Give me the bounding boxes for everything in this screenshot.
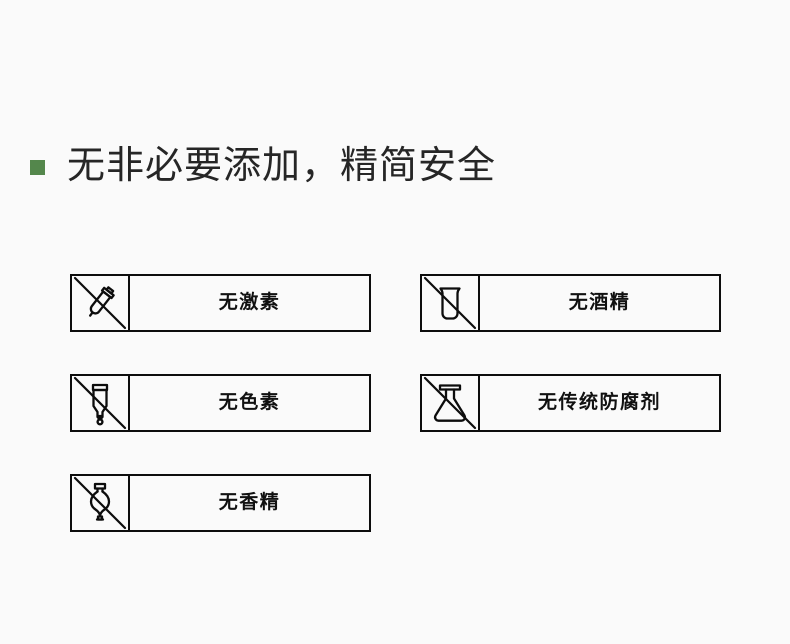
- claim-label: 无色素: [218, 392, 281, 413]
- square-bullet-icon: [30, 159, 45, 175]
- claim-badge-no-hormones: 无激素: [70, 274, 371, 332]
- vial-slashed-icon: [72, 276, 130, 330]
- claim-label-cell: 无传统防腐剂: [480, 376, 719, 430]
- claim-badge-no-traditional-preservatives: 无传统防腐剂: [420, 374, 721, 432]
- page-title: 无非必要添加，精简安全: [67, 145, 497, 187]
- section-heading: 无非必要添加，精简安全: [30, 138, 496, 194]
- claim-label-cell: 无酒精: [480, 276, 719, 330]
- beaker-slashed-icon: [422, 276, 480, 330]
- perfume-bottle-slashed-icon: [72, 476, 130, 530]
- badge-row: 无色素 无传统防腐剂: [70, 374, 722, 474]
- claim-badge-alcohol-free: 无酒精: [420, 274, 721, 332]
- claim-badge-no-colorants: 无色素: [70, 374, 371, 432]
- claim-label-cell: 无香精: [130, 476, 369, 530]
- erlenmeyer-flask-slashed-icon: [422, 376, 480, 430]
- badge-row: 无激素 无酒精: [70, 274, 722, 374]
- badge-row: 无香精: [70, 474, 722, 574]
- dropper-bottle-slashed-icon: [72, 376, 130, 430]
- claims-badge-grid: 无激素 无酒精: [70, 274, 722, 574]
- claim-badge-fragrance-free: 无香精: [70, 474, 371, 532]
- claim-label: 无激素: [218, 292, 281, 313]
- claim-label: 无香精: [218, 492, 281, 513]
- claim-label: 无传统防腐剂: [537, 392, 661, 413]
- claim-label-cell: 无色素: [130, 376, 369, 430]
- claim-label-cell: 无激素: [130, 276, 369, 330]
- claim-label: 无酒精: [568, 292, 631, 313]
